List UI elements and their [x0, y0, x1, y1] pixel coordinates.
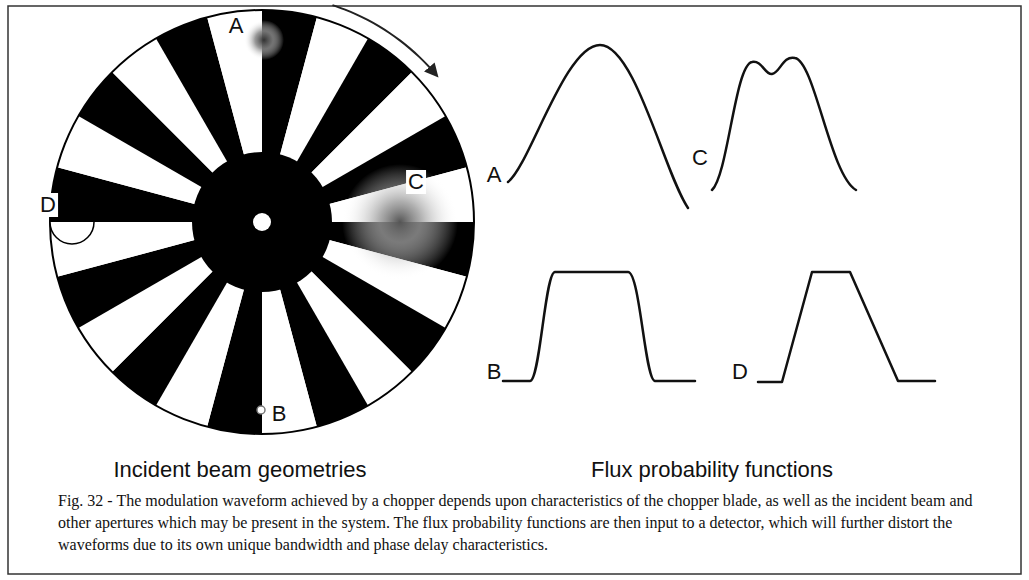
waveform-a — [508, 45, 688, 208]
rotation-arrow — [332, 5, 436, 75]
figure-caption: Fig. 32 - The modulation waveform achiev… — [58, 490, 973, 556]
curve-label: D — [732, 360, 748, 384]
beam-spot-a — [244, 20, 284, 60]
curve-label: A — [487, 163, 502, 187]
waveform-b — [503, 272, 695, 381]
beam-spot-c — [342, 164, 458, 280]
hub — [192, 152, 332, 292]
chopper-wheel — [50, 10, 474, 434]
wheel-rim — [50, 10, 474, 434]
beam-label: B — [270, 402, 289, 426]
beam-label: A — [227, 14, 246, 38]
beam-label: D — [38, 193, 58, 217]
curve-label: B — [487, 360, 502, 384]
beam-spot-d-bottom — [50, 222, 94, 244]
curve-label: C — [692, 146, 708, 170]
panel-heading: Incident beam geometries — [113, 457, 366, 483]
panel-heading: Flux probability functions — [591, 457, 833, 483]
waveform-d — [758, 272, 935, 382]
beam-label: C — [406, 170, 426, 194]
waveform-c — [712, 58, 856, 190]
beam-spot-b — [257, 406, 265, 414]
frame-border — [8, 6, 1021, 574]
axle-hole — [253, 213, 271, 231]
